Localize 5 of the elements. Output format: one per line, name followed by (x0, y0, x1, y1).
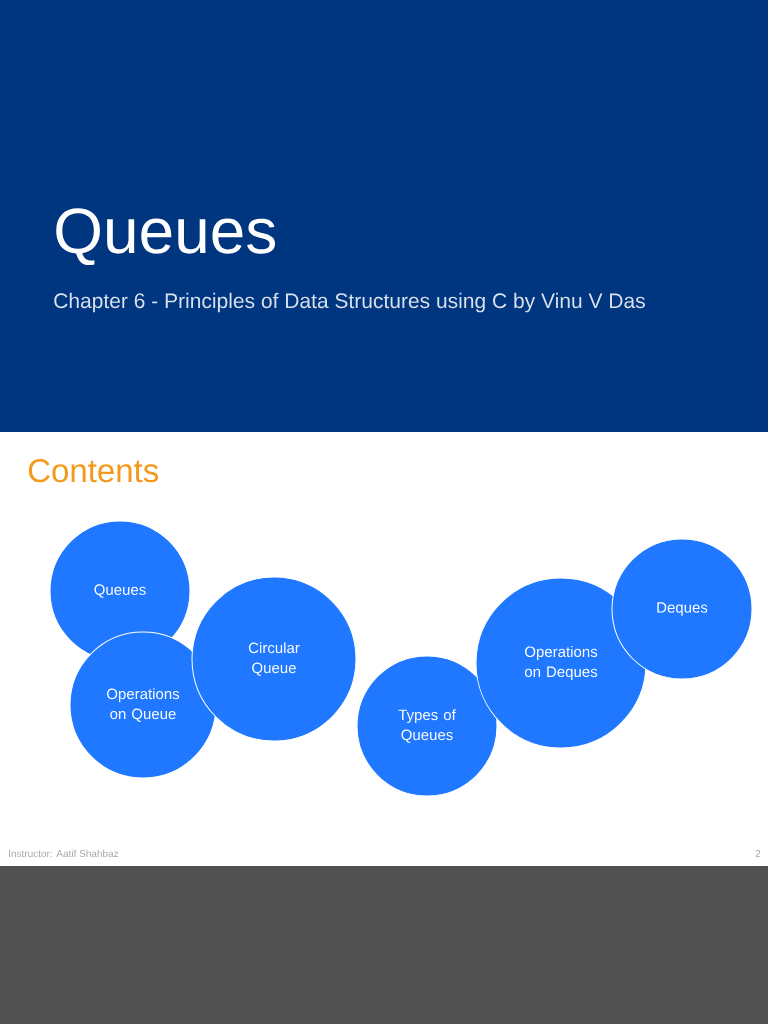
slide-title: Queues (56, 208, 275, 266)
page-number: 2 (755, 850, 761, 857)
slide-subtitle: Chapter 6 - Principles of Data Structures using C by Vinu V Das (54, 292, 645, 313)
footer-text: Instructor: Aatif Shahbaz (9, 849, 119, 858)
section-heading: Contents (28, 458, 159, 483)
